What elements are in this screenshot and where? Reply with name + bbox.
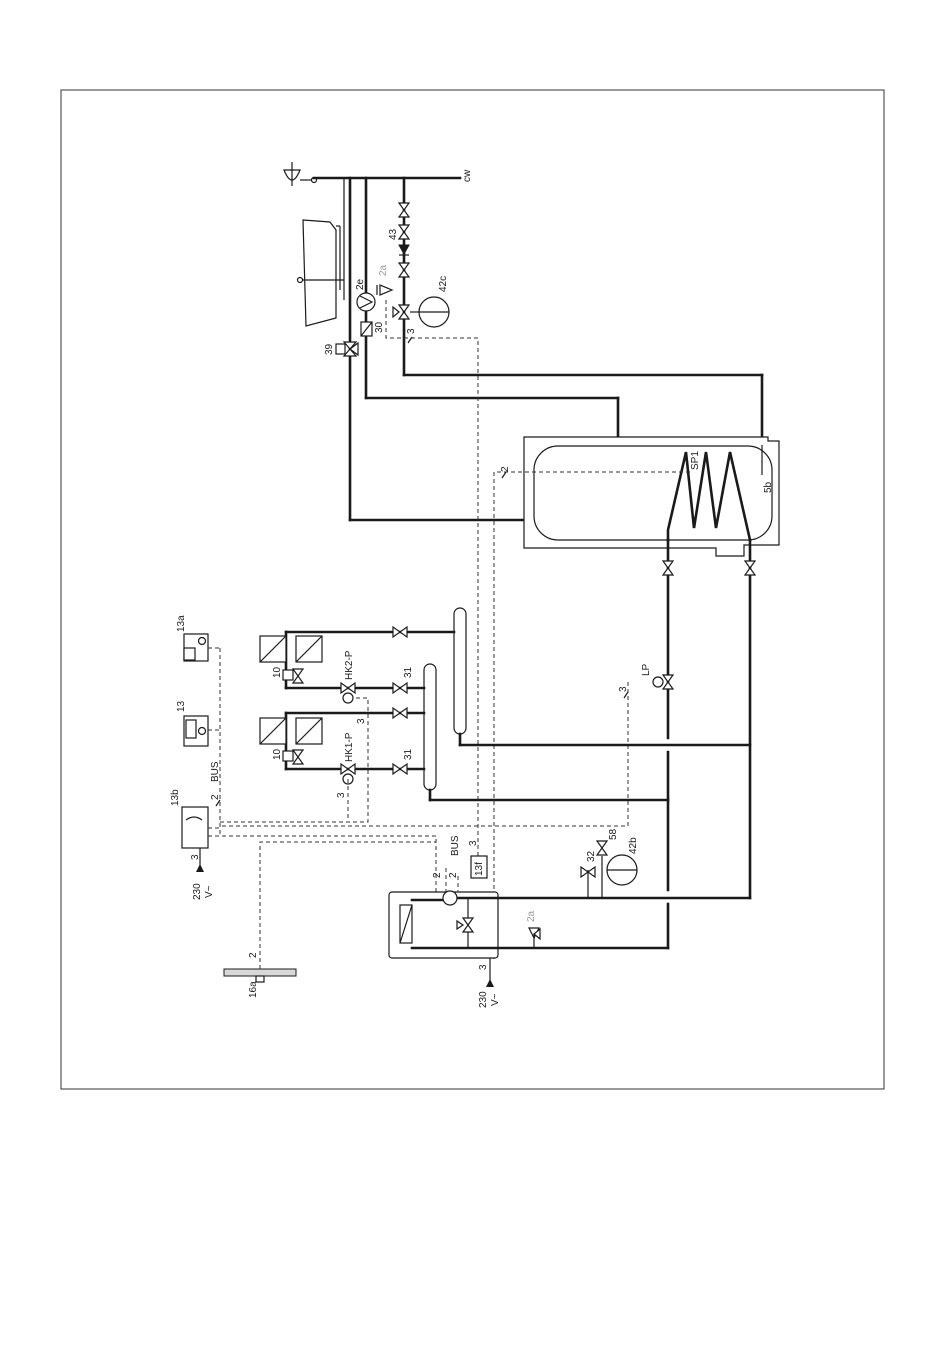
label-31-bot: 31: [403, 748, 414, 760]
shutoff-valve-icon: [393, 627, 407, 637]
label-58: 58: [608, 828, 619, 840]
label-10-bot: 10: [272, 748, 283, 760]
label-2a-bot: 2a: [526, 910, 537, 922]
label-39: 39: [324, 343, 335, 355]
shutoff-valve-icon: [393, 683, 407, 693]
check-valve-icon: [377, 285, 392, 295]
separator-upper: [454, 608, 466, 734]
cw-label: cw: [462, 169, 473, 182]
safety-valve-icon: [393, 305, 409, 319]
thermostatic-valve-icon: [293, 750, 303, 764]
mixer-valve-hk1-icon: [341, 764, 355, 774]
shutoff-valve-icon: [393, 708, 407, 718]
controller-13b: [182, 807, 208, 848]
shutoff-valve-icon: [745, 561, 755, 575]
heating-circuits: HK2-P HK1-P 10 10 31 31 3 3: [220, 608, 750, 822]
tank-vessel: [534, 446, 772, 540]
mixer-valve-hk2-icon: [341, 683, 355, 693]
lp-label: LP: [641, 663, 652, 676]
shutoff-valve-icon: [663, 561, 673, 575]
shutoff-valve-icon: [399, 203, 409, 217]
label-vac-left: V~: [204, 885, 215, 898]
label-230-right: 230: [478, 991, 489, 1008]
label-5b: 5b: [763, 481, 774, 493]
label-2-bus-right1: 2: [432, 872, 443, 878]
bathtub-icon: [303, 220, 336, 326]
outside-sensor-16a: [256, 976, 264, 982]
label-3-hk2: 3: [356, 718, 367, 724]
label-30: 30: [374, 321, 385, 333]
heat-pump-circulator-icon: [443, 891, 457, 905]
storage-tank: SP1 5b 2: [494, 437, 779, 960]
label-2-bus-right2: 2: [448, 872, 459, 878]
label-2e: 2e: [355, 278, 366, 290]
hk2p-label: HK2-P: [344, 650, 355, 680]
label-230-left: 230: [192, 883, 203, 900]
sp1-label: SP1: [690, 451, 701, 470]
separator-lower: [424, 664, 436, 790]
label-3-13f: 3: [468, 840, 479, 846]
label-43: 43: [388, 228, 399, 240]
hk1p-label: HK1-P: [344, 732, 355, 762]
heat-pump-unit: 2 2 BUS 3 13f 58 32 42b 2a 3 230 V~: [389, 828, 750, 1008]
label-2-bus-left: 2: [210, 794, 221, 800]
label-3-heater: 3: [478, 964, 489, 970]
bus-right-label: BUS: [450, 835, 461, 856]
label-42c: 42c: [438, 276, 449, 292]
check-valve-icon: [399, 245, 409, 255]
label-31-top: 31: [403, 666, 414, 678]
label-3-13b: 3: [190, 854, 201, 860]
label-3-lp: 3: [618, 686, 629, 692]
label-32: 32: [586, 850, 597, 862]
mixing-valve-icon: [344, 342, 358, 356]
bus-left-label: BUS: [210, 761, 221, 782]
shutoff-valve-icon: [393, 764, 407, 774]
label-10-top: 10: [272, 666, 283, 678]
label-vac-right: V~: [490, 993, 501, 1006]
shutoff-valve-icon: [399, 263, 409, 277]
label-3-hk1: 3: [336, 792, 347, 798]
charging-pump-valve-icon: [663, 675, 673, 689]
hk2-pump-icon: [343, 693, 353, 703]
wall-icon: [224, 969, 296, 976]
label-13b: 13b: [170, 789, 181, 806]
shutoff-valve-icon: [597, 841, 607, 855]
shutoff-valve-icon: [399, 225, 409, 239]
label-2a-top: 2a: [378, 264, 389, 276]
label-13f: 13f: [474, 862, 485, 876]
label-2-16a: 2: [248, 952, 259, 958]
label-42b: 42b: [628, 837, 639, 854]
label-13: 13: [176, 700, 187, 712]
label-3-top: 3: [406, 328, 417, 334]
lp-pump-icon: [653, 677, 663, 687]
label-16a: 16a: [248, 981, 259, 998]
label-13a: 13a: [176, 615, 187, 632]
thermostatic-valve-icon: [293, 669, 303, 683]
label-2-tank: 2: [500, 466, 511, 472]
